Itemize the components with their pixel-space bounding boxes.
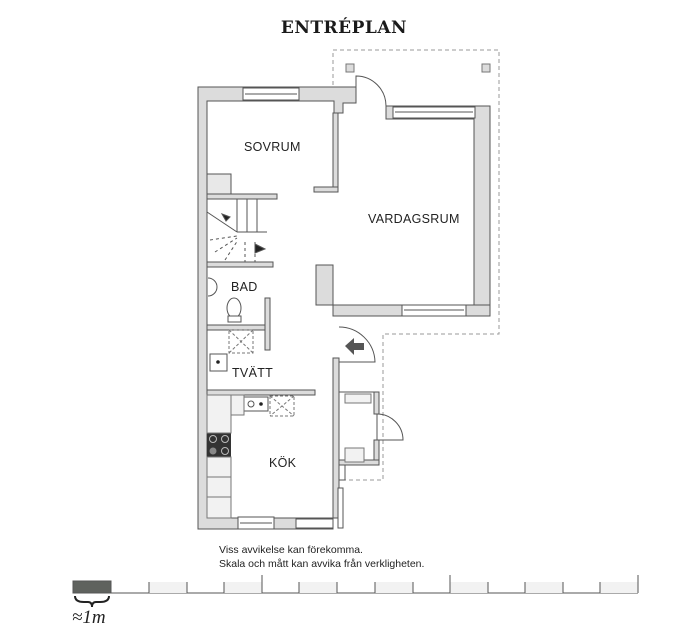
washing-machine-icon <box>228 329 254 354</box>
room-label-sovrum: SOVRUM <box>244 140 301 154</box>
scale-segment-1m <box>72 580 112 594</box>
stairs-icon <box>206 173 267 262</box>
room-label-kok: KÖK <box>269 456 297 470</box>
post-icon <box>481 63 491 73</box>
room-label-bad: BAD <box>231 280 258 294</box>
kitchen-counter <box>206 394 245 519</box>
washbasin-icon <box>207 277 218 297</box>
post-icon <box>345 63 355 73</box>
closet-shelf <box>344 447 365 463</box>
disclaimer: Viss avvikelse kan förekomma. Skala och … <box>219 543 424 571</box>
entrance-arrow-icon <box>345 338 364 355</box>
room-label-vardagsrum: VARDAGSRUM <box>368 212 460 226</box>
toilet-icon <box>226 297 242 323</box>
scale-label: ≈1m <box>72 607 106 628</box>
stove-icon <box>207 433 231 457</box>
doors <box>338 75 404 441</box>
room-label-tvatt: TVÄTT <box>232 366 273 380</box>
plan-title: ENTRÉPLAN <box>280 18 408 38</box>
laundry-sink-icon <box>209 353 228 372</box>
dishwasher-icon <box>269 395 295 417</box>
scale-bar <box>72 575 639 608</box>
closet-rail <box>344 393 372 404</box>
windows <box>237 87 476 530</box>
terrace-outline <box>332 49 500 481</box>
disclaimer-line-2: Skala och mått kan avvika från verklighe… <box>219 558 425 570</box>
disclaimer-line-1: Viss avvikelse kan förekomma. <box>219 544 363 556</box>
kitchen-sink-icon <box>243 396 269 412</box>
